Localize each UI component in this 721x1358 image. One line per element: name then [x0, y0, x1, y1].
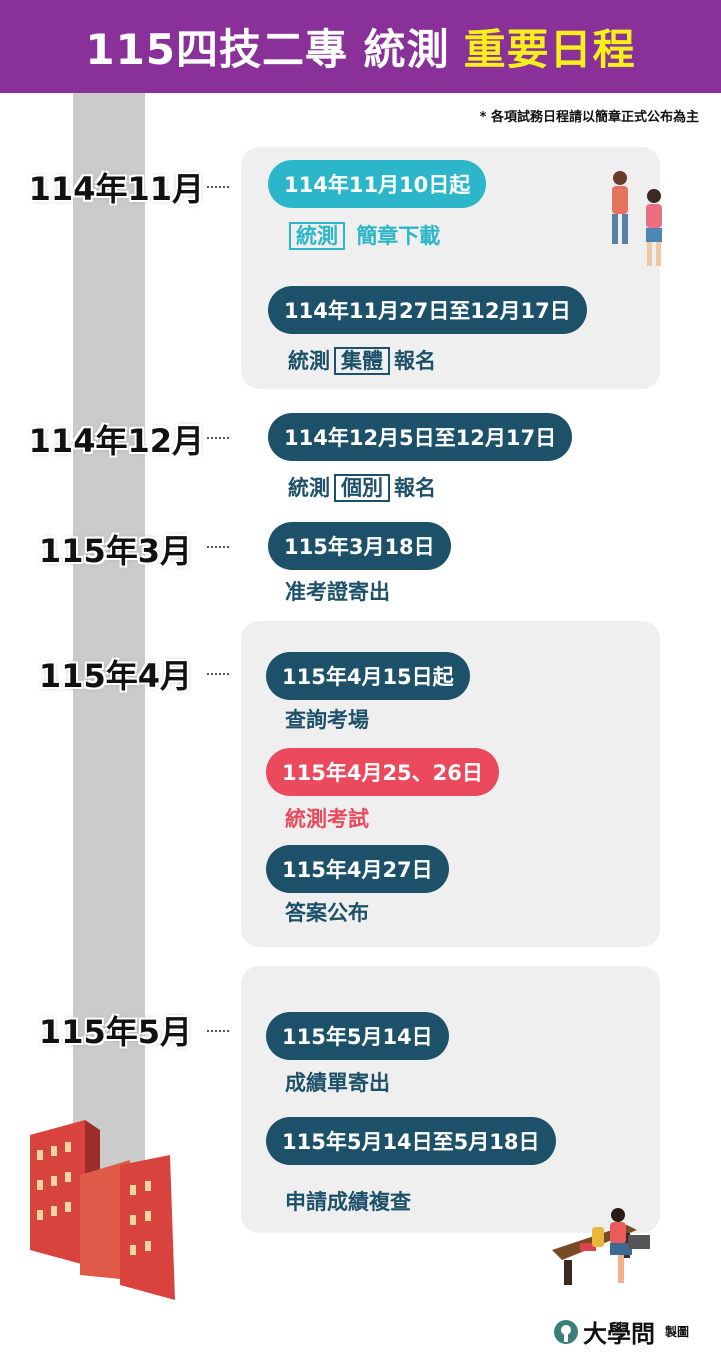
boxed-word: 個別 — [334, 474, 390, 502]
month-label: 114年12月 — [28, 422, 204, 460]
boxed-word: 集體 — [334, 347, 390, 375]
page-title: 115四技二專 統測 — [85, 25, 450, 74]
brand-logo-icon — [554, 1319, 578, 1344]
school-building-illustration — [30, 1120, 175, 1300]
event-label-text: 報名 — [394, 349, 436, 373]
month-label: 115年3月 — [38, 532, 192, 570]
event-label: 准考證寄出 — [285, 580, 390, 604]
dotted-connector — [207, 546, 229, 548]
event-label: 統測 簡章下載 — [285, 220, 440, 250]
event-date-pill: 115年4月27日 — [266, 845, 449, 893]
dotted-connector — [207, 1030, 229, 1032]
boxed-word: 統測 — [289, 222, 345, 250]
event-date-pill: 115年5月14日至5月18日 — [266, 1117, 556, 1165]
brand-footer: 大學問 製圖 — [553, 1314, 689, 1349]
event-date-pill: 115年5月14日 — [266, 1012, 449, 1060]
event-label-text: 統測 — [288, 349, 330, 373]
event-label-text: 統測 — [288, 476, 330, 500]
timeline-bar — [73, 93, 145, 1183]
brand-name: 大學問 — [583, 1320, 655, 1348]
dotted-connector — [207, 673, 229, 675]
event-date-pill: 115年3月18日 — [268, 522, 451, 570]
event-label: 統測考試 — [285, 807, 369, 831]
event-date-pill: 114年11月10日起 — [268, 160, 487, 208]
students-walking-illustration — [612, 171, 662, 266]
student-with-laptop-illustration — [552, 1208, 650, 1285]
brand-suffix: 製圖 — [665, 1325, 690, 1339]
event-label: 統測集體報名 — [288, 345, 436, 375]
event-label: 統測個別報名 — [288, 472, 436, 502]
event-label-text: 簡章下載 — [356, 224, 441, 248]
event-label: 成績單寄出 — [285, 1071, 390, 1095]
event-date-pill: 115年4月25、26日 — [266, 748, 499, 796]
header-banner: 115四技二專 統測 重要日程 — [0, 0, 721, 93]
event-date-pill: 114年11月27日至12月17日 — [268, 286, 587, 334]
event-label: 答案公布 — [285, 901, 369, 925]
month-label: 115年5月 — [38, 1013, 192, 1051]
disclaimer-note: * 各項試務日程請以簡章正式公布為主 — [479, 110, 699, 125]
event-label-text: 報名 — [394, 476, 436, 500]
page-title-highlight: 重要日程 — [463, 25, 636, 74]
event-date-pill: 114年12月5日至12月17日 — [268, 413, 573, 461]
dotted-connector — [207, 437, 229, 439]
event-label: 申請成績複查 — [285, 1190, 411, 1214]
event-label: 查詢考場 — [285, 708, 369, 732]
month-label: 114年11月 — [28, 170, 204, 208]
month-label: 115年4月 — [38, 657, 192, 695]
dotted-connector — [207, 186, 229, 188]
panel-may — [241, 966, 660, 1233]
event-date-pill: 115年4月15日起 — [266, 652, 470, 700]
